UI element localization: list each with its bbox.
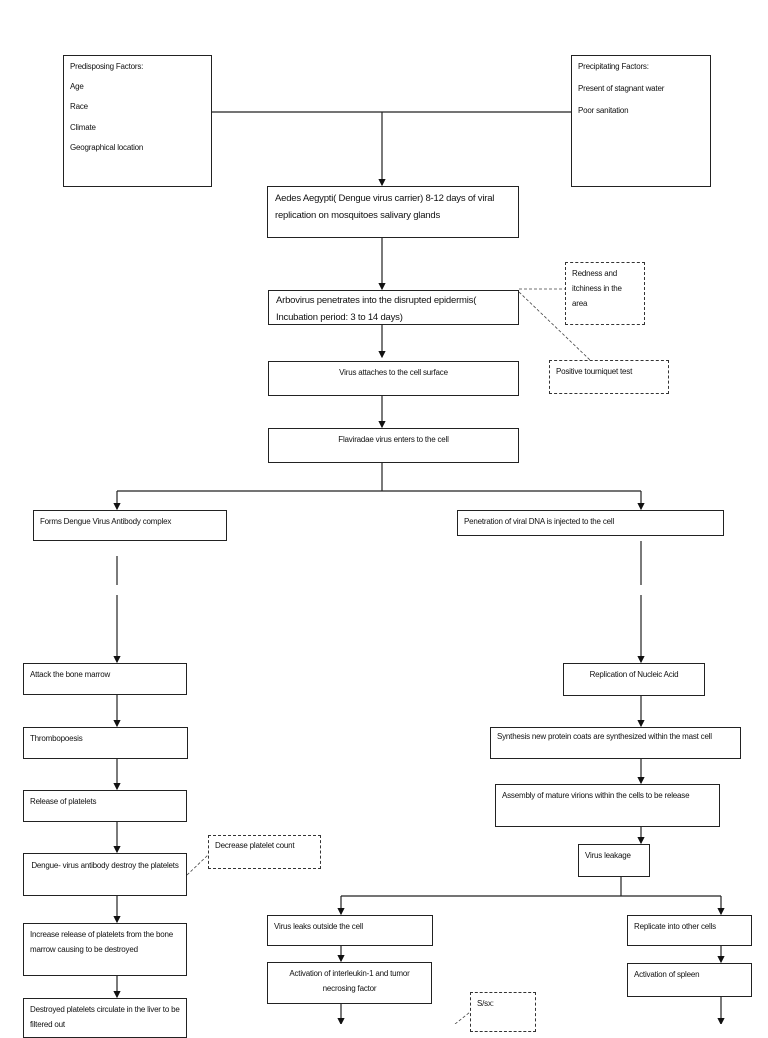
node-thrombopoesis: Thrombopoesis bbox=[23, 727, 188, 759]
node-antibody-complex: Forms Dengue Virus Antibody complex bbox=[33, 510, 227, 541]
factor-item: Age bbox=[70, 82, 84, 92]
precipitating-title: Precipitating Factors: bbox=[578, 62, 649, 71]
node-attaches: Virus attaches to the cell surface bbox=[268, 361, 519, 396]
node-destroyed-circulate: Destroyed platelets circulate in the liv… bbox=[23, 998, 187, 1038]
node-increase-release: Increase release of platelets from the b… bbox=[23, 923, 187, 976]
node-enters: Flaviradae virus enters to the cell bbox=[268, 428, 519, 463]
node-penetration: Penetration of viral DNA is injected to … bbox=[457, 510, 724, 536]
precipitating-factors-box: Precipitating Factors: Present of stagna… bbox=[571, 55, 711, 187]
note-tourniquet: Positive tourniquet test bbox=[549, 360, 669, 394]
node-replicate-other: Replicate into other cells bbox=[627, 915, 752, 946]
node-aedes: Aedes Aegypti( Dengue virus carrier) 8-1… bbox=[267, 186, 519, 238]
note-redness: Redness and itchiness in the area bbox=[565, 262, 645, 325]
node-synthesis: Synthesis new protein coats are synthesi… bbox=[490, 727, 741, 759]
node-replication: Replication of Nucleic Acid bbox=[563, 663, 705, 696]
factor-item: Geographical location bbox=[70, 142, 144, 152]
factor-item: Poor sanitation bbox=[578, 106, 629, 116]
node-arbovirus: Arbovirus penetrates into the disrupted … bbox=[268, 290, 519, 325]
node-spleen: Activation of spleen bbox=[627, 963, 752, 997]
node-release-platelets: Release of platelets bbox=[23, 790, 187, 822]
factor-item: Race bbox=[70, 102, 88, 112]
node-leakage: Virus leakage bbox=[578, 844, 650, 877]
factor-item: Present of stagnant water bbox=[578, 84, 665, 94]
node-assembly: Assembly of mature virions within the ce… bbox=[495, 784, 720, 827]
note-decrease-platelet: Decrease platelet count bbox=[208, 835, 321, 869]
node-destroy-platelets: Dengue- virus antibody destroy the plate… bbox=[23, 853, 187, 896]
node-bone-marrow: Attack the bone marrow bbox=[23, 663, 187, 695]
predisposing-title: Predisposing Factors: bbox=[70, 62, 144, 71]
node-leaks-outside: Virus leaks outside the cell bbox=[267, 915, 433, 946]
factor-item: Climate bbox=[70, 122, 96, 132]
predisposing-factors-box: Predisposing Factors: Age Race Climate G… bbox=[63, 55, 212, 187]
note-ssx: S/sx: bbox=[470, 992, 536, 1032]
node-interleukin: Activation of interleukin-1 and tumor ne… bbox=[267, 962, 432, 1004]
